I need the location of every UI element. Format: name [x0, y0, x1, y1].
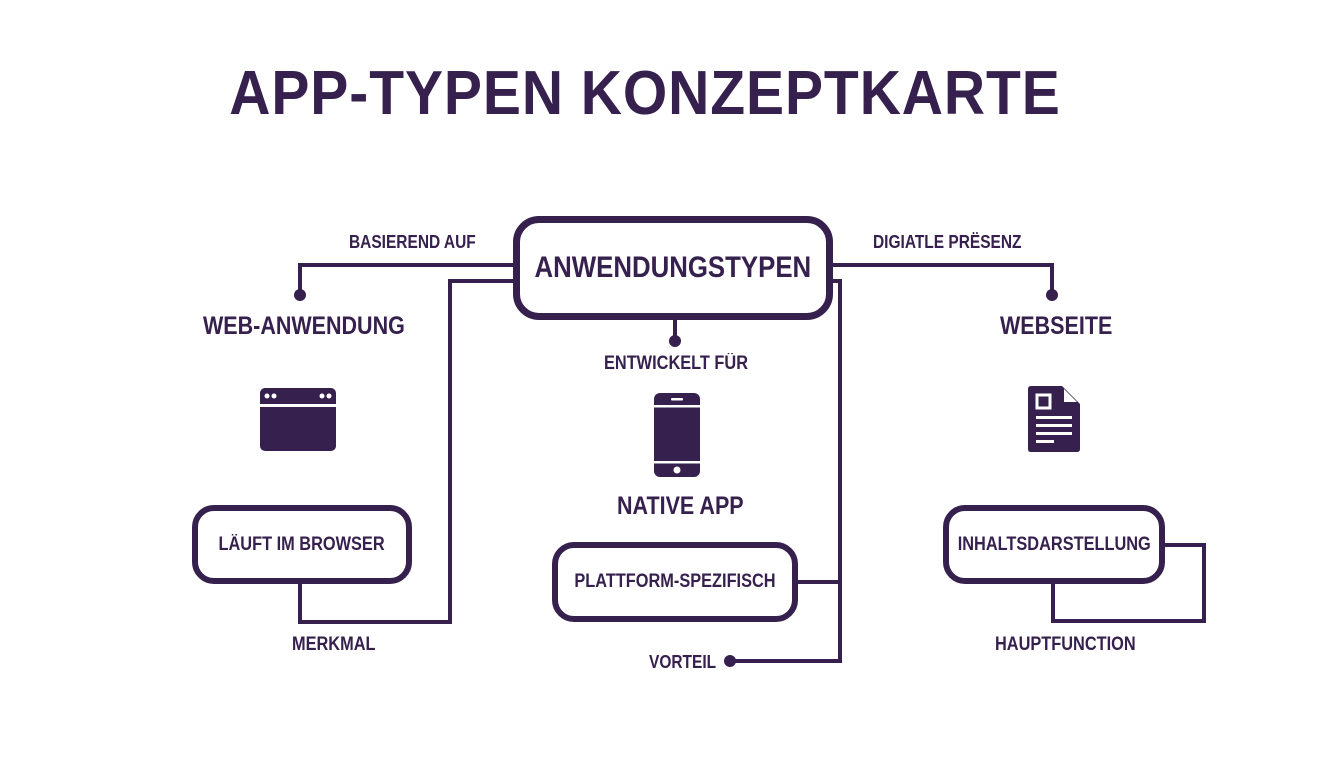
central-node-label: ANWENDUNGSTYPEN [534, 251, 812, 284]
feature-box-label: INHALTSDARSTELLUNG [957, 533, 1151, 555]
feature-box-label: LÄUFT IM BROWSER [218, 533, 386, 555]
page-title: APP-TYPEN KONZEPTKARTE [229, 59, 1061, 128]
node-label-web-anwendung: WEB-ANWENDUNG [203, 312, 405, 340]
edge-merkmal [298, 279, 518, 624]
browser-window-icon [260, 388, 336, 451]
edge-label-hauptfunction: HAUPTFUNCTION [995, 634, 1136, 655]
feature-box-plattform-spezifisch[interactable]: PLATTFORM-SPEZIFISCH [552, 542, 798, 622]
feature-box-label: PLATTFORM-SPEZIFISCH [574, 571, 776, 592]
edge-label-vorteil: VORTEIL [649, 652, 717, 672]
feature-box-laeuft-im-browser[interactable]: LÄUFT IM BROWSER [192, 505, 412, 584]
node-label-native-app: NATIVE APP [617, 492, 744, 520]
edge-vorteil [732, 279, 842, 663]
edge-digitale-praesenz [830, 263, 1054, 295]
document-icon [1028, 386, 1080, 452]
central-node[interactable]: ANWENDUNGSTYPEN [513, 216, 833, 320]
edge-label-digitale-praesenz: DIGIATLE PRËSENZ [873, 232, 1022, 252]
node-dot [294, 289, 306, 301]
node-dot [724, 655, 736, 667]
edge-label-basierend-auf: BASIEREND AUF [349, 232, 476, 252]
edge-label-merkmal: MERKMAL [292, 634, 376, 655]
edge-hauptfunction [1051, 543, 1206, 623]
smartphone-icon [654, 393, 700, 477]
node-dot [1046, 289, 1058, 301]
node-dot [669, 335, 681, 347]
edge-label-entwickelt-fuer: ENTWICKELT FÜR [604, 353, 749, 374]
edge-basierend-auf [298, 263, 518, 295]
feature-box-inhaltsdarstellung[interactable]: INHALTSDARSTELLUNG [943, 505, 1165, 584]
node-label-webseite: WEBSEITE [1000, 312, 1113, 340]
